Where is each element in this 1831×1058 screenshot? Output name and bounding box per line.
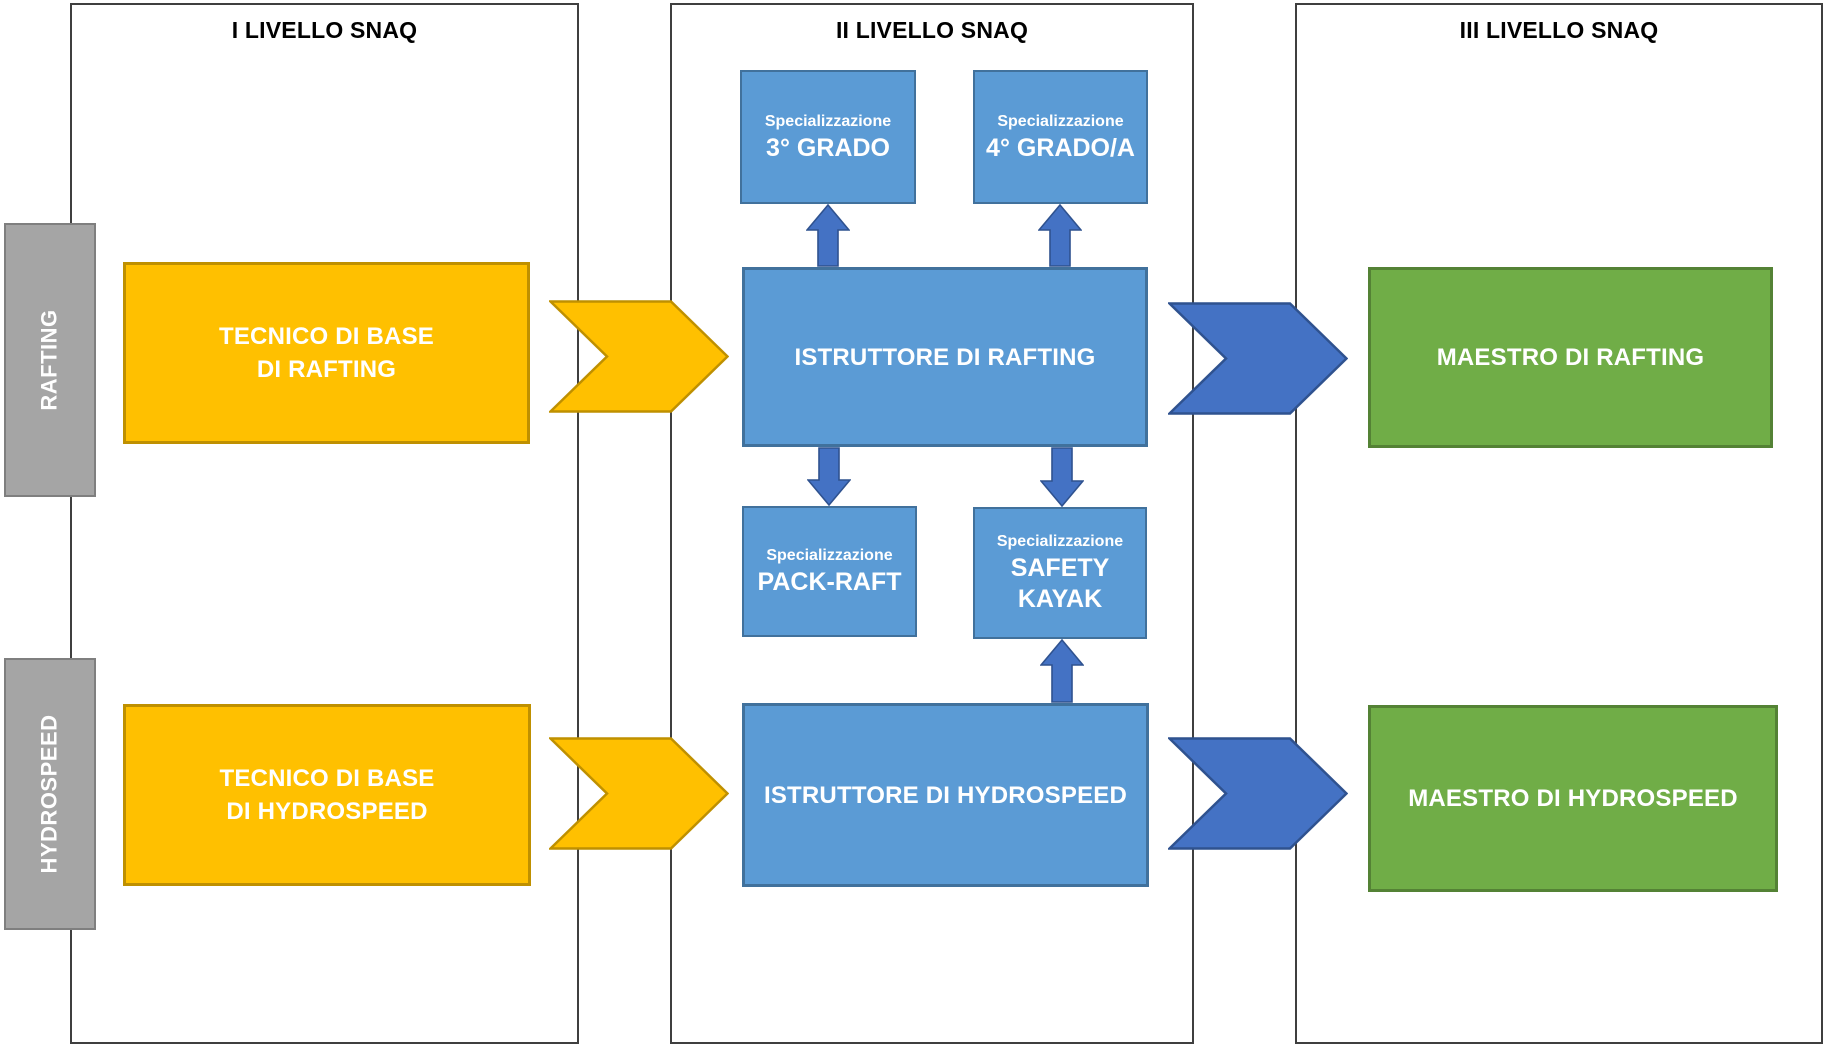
- node-tecnico-di-base-di-hydrospeed: TECNICO DI BASE DI HYDROSPEED: [123, 704, 531, 886]
- spec-safety-kayak-name-line1: SAFETY: [1010, 554, 1110, 582]
- node-specializzazione-safety-kayak: Specializzazione SAFETY KAYAK: [973, 507, 1147, 639]
- arrow-up-icon-to-3-grado: [806, 204, 850, 267]
- node-istruttore-di-rafting: ISTRUTTORE DI RAFTING: [742, 267, 1148, 447]
- row-label-hydrospeed-text: HYDROSPEED: [37, 714, 63, 874]
- node-specializzazione-3-grado: Specializzazione 3° GRADO: [740, 70, 916, 204]
- node-tecnico-di-base-di-rafting: TECNICO DI BASE DI RAFTING: [123, 262, 530, 444]
- node-tecnico-di-base-di-hydrospeed-line1: TECNICO DI BASE: [219, 765, 435, 792]
- node-maestro-di-rafting: MAESTRO DI RAFTING: [1368, 267, 1773, 448]
- node-maestro-di-rafting-label: MAESTRO DI RAFTING: [1436, 344, 1705, 371]
- node-istruttore-di-hydrospeed: ISTRUTTORE DI HYDROSPEED: [742, 703, 1149, 887]
- arrow-down-icon-to-safety-kayak: [1040, 447, 1084, 507]
- chevron-right-icon-tecnico-to-istruttore-rafting: [549, 300, 729, 413]
- spec-pack-raft-name: PACK-RAFT: [757, 568, 902, 596]
- spec-3-grado-eyebrow: Specializzazione: [764, 112, 892, 130]
- arrow-down-icon-to-pack-raft: [807, 447, 851, 506]
- spec-pack-raft-eyebrow: Specializzazione: [766, 547, 893, 564]
- arrow-up-icon-hydrospeed-to-safety-kayak: [1040, 639, 1084, 703]
- panel-level-3: III LIVELLO SNAQ: [1295, 3, 1823, 1044]
- node-istruttore-di-rafting-label: ISTRUTTORE DI RAFTING: [794, 343, 1096, 371]
- chevron-right-icon-istruttore-to-maestro-hydrospeed: [1168, 737, 1348, 850]
- node-maestro-di-hydrospeed-label: MAESTRO DI HYDROSPEED: [1408, 785, 1738, 812]
- arrow-up-icon-to-4-grado: [1038, 204, 1082, 267]
- node-tecnico-di-base-di-rafting-line1: TECNICO DI BASE: [218, 323, 434, 350]
- spec-3-grado-name: 3° GRADO: [766, 133, 890, 162]
- node-istruttore-di-hydrospeed-label: ISTRUTTORE DI HYDROSPEED: [763, 781, 1128, 809]
- row-label-hydrospeed: HYDROSPEED: [4, 658, 96, 930]
- node-specializzazione-4-grado-a: Specializzazione 4° GRADO/A: [973, 70, 1148, 204]
- panel-level-1-title: I LIVELLO SNAQ: [231, 17, 418, 43]
- panel-level-3-title: III LIVELLO SNAQ: [1459, 17, 1659, 43]
- panel-level-1: I LIVELLO SNAQ: [70, 3, 579, 1044]
- spec-safety-kayak-name-line2: KAYAK: [1017, 585, 1103, 613]
- panel-level-2: II LIVELLO SNAQ: [670, 3, 1194, 1044]
- node-specializzazione-pack-raft: Specializzazione PACK-RAFT: [742, 506, 917, 637]
- spec-4-grado-name: 4° GRADO/A: [986, 133, 1135, 162]
- panel-level-2-title: II LIVELLO SNAQ: [835, 17, 1029, 43]
- chevron-right-icon-tecnico-to-istruttore-hydrospeed: [549, 737, 729, 850]
- row-label-rafting-text: RAFTING: [37, 309, 63, 411]
- node-tecnico-di-base-di-rafting-line2: DI RAFTING: [256, 356, 397, 383]
- spec-4-grado-eyebrow: Specializzazione: [997, 112, 1124, 130]
- spec-safety-kayak-eyebrow: Specializzazione: [996, 533, 1124, 550]
- node-maestro-di-hydrospeed: MAESTRO DI HYDROSPEED: [1368, 705, 1778, 892]
- node-tecnico-di-base-di-hydrospeed-line2: DI HYDROSPEED: [226, 798, 428, 825]
- chevron-right-icon-istruttore-to-maestro-rafting: [1168, 302, 1348, 415]
- row-label-rafting: RAFTING: [4, 223, 96, 497]
